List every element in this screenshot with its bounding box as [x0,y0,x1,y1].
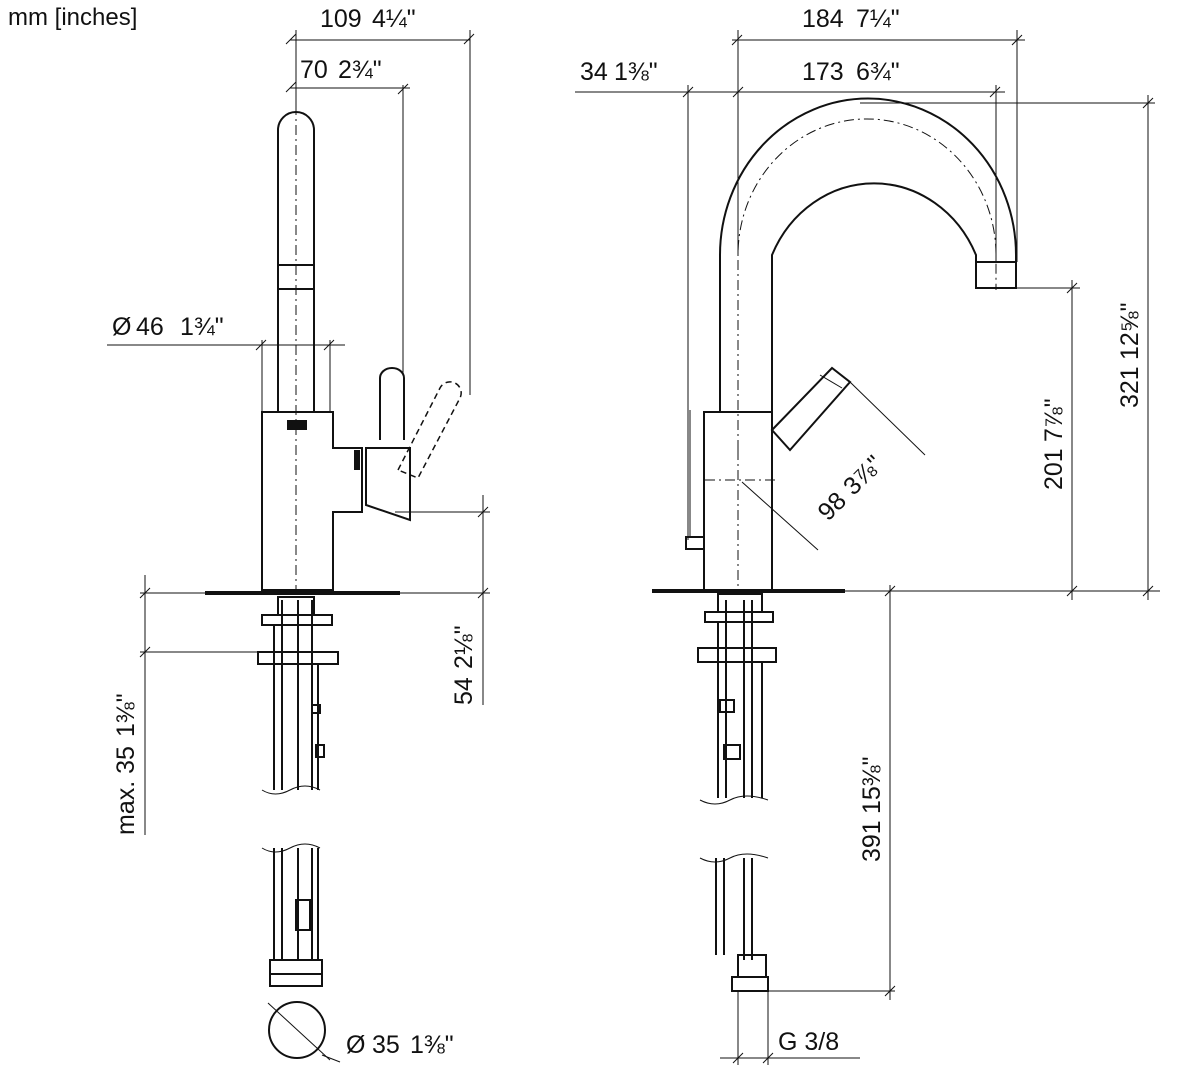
lever-open-position [396,381,462,479]
front-dimension-lines [575,30,1160,1065]
dim-109-mm: 109 [320,5,362,33]
dim-98-mm: 98 [812,487,851,526]
logo-mark [287,420,307,430]
dim-54-inch: 2⅛" [450,625,478,669]
lever-handle [379,367,405,440]
dim-46-inch: 1¾" [180,313,224,341]
dim-34-inch: 1⅜" [614,58,658,86]
dim-391-mm: 391 [858,820,886,862]
dim-201-inch: 7⅞" [1040,398,1068,442]
dim-184-inch: 7¼" [856,5,900,33]
dim-321-mm: 321 [1116,366,1144,408]
mixer-body [261,411,363,591]
dim-46-mm: 46 [136,313,164,341]
dim-70-inch: 2¾" [338,56,382,84]
front-view [652,97,1017,992]
side-view [205,105,462,1061]
thread-label: G 3/8 [778,1028,839,1056]
dim-98-inch: 3⅞" [838,450,889,501]
dim-46-symbol: Ø [112,313,131,341]
dim-54-mm: 54 [450,677,478,705]
dim-184-mm: 184 [802,5,844,33]
dim-70-mm: 70 [300,56,328,84]
spout-inner-arc [771,182,977,412]
hose-end-circle [268,1001,326,1059]
front-body [703,411,773,591]
dim-201-mm: 201 [1040,448,1068,490]
dim-35-mm: max. 35 [112,746,140,835]
dim-34-mm: 34 [580,58,608,86]
unit-label: mm [inches] [8,4,137,31]
dim-hose-diameter-inch: 1⅜" [410,1031,454,1059]
side-dimension-lines [107,30,490,1063]
dim-35-inch: 1⅜" [112,693,140,737]
dim-321-inch: 12⅝" [1116,302,1144,360]
front-lever [770,366,852,452]
side-dimension-labels: 109 4¼" 70 2¾" Ø 46 1¾" 54 2⅛" max. 35 1… [112,5,478,1059]
lever-base [365,447,411,522]
front-dimension-labels: 184 7¼" 34 1⅜" 173 6¾" 98 3⅞" 201 7⅞" 32… [580,5,1144,1056]
dim-hose-diameter-symbol: Ø [346,1031,365,1059]
dim-hose-diameter-mm: 35 [372,1031,400,1059]
dim-391-inch: 15⅜" [858,756,886,814]
dim-173-mm: 173 [802,58,844,86]
spout-outer-arc [719,97,1017,412]
dim-173-inch: 6¾" [856,58,900,86]
dim-109-inch: 4¼" [372,5,416,33]
